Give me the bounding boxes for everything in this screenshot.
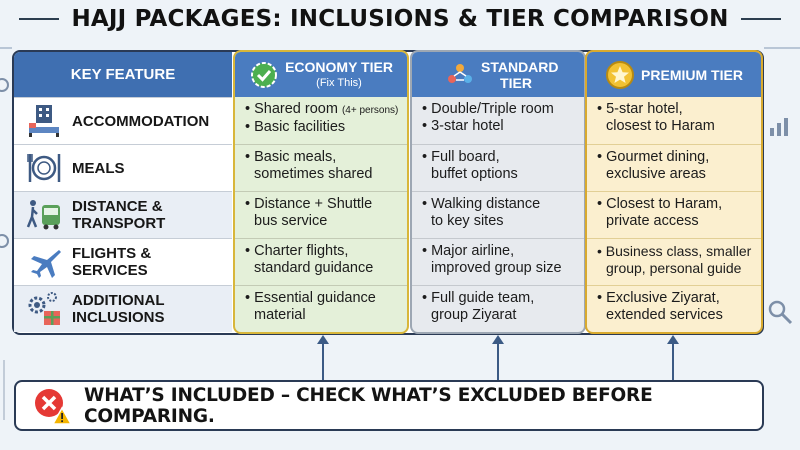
cell-line: • Gourmet dining, xyxy=(597,149,710,165)
standard-cell: • Major airline, improved group size xyxy=(412,238,584,285)
feature-row-accommodation: ACCOMMODATION xyxy=(14,97,232,144)
premium-cell: • Exclusive Ziyarat, extended services xyxy=(587,285,761,332)
economy-cell: • Distance + Shuttle bus service xyxy=(235,191,407,238)
cell-line: • Basic facilities xyxy=(245,119,346,135)
feature-label: ADDITIONAL INCLUSIONS xyxy=(72,292,165,326)
economy-tier-header: ECONOMY TIER (Fix This) xyxy=(235,52,407,97)
feature-label: FLIGHTS & SERVICES xyxy=(72,245,151,279)
cell-line: material xyxy=(254,307,306,323)
economy-tier-subtitle: (Fix This) xyxy=(316,76,362,89)
cell-line: extended services xyxy=(606,307,723,323)
arrow-up-economy xyxy=(317,335,329,380)
airplane-icon xyxy=(31,250,61,278)
economy-cell: • Basic meals, sometimes shared xyxy=(235,144,407,191)
page-title: HAJJ PACKAGES: INCLUSIONS & TIER COMPARI… xyxy=(71,6,729,32)
cell-line: • Shared room xyxy=(245,101,338,117)
cell-line: standard guidance xyxy=(254,260,374,276)
check-gear-icon xyxy=(251,61,278,88)
cell-line: group Ziyarat xyxy=(431,307,517,323)
economy-cell: • Essential guidance material xyxy=(235,285,407,332)
key-feature-header: KEY FEATURE xyxy=(14,52,232,97)
title-bar: HAJJ PACKAGES: INCLUSIONS & TIER COMPARI… xyxy=(0,6,800,32)
premium-cell: • Business class, smaller group, persona… xyxy=(587,238,761,285)
gears-gift-icon xyxy=(28,292,60,325)
cell-line: improved group size xyxy=(431,260,562,276)
title-rule-right xyxy=(740,18,781,20)
feature-label-line: ADDITIONAL xyxy=(72,292,165,309)
cell-line: buffet options xyxy=(431,166,518,182)
arrow-up-standard xyxy=(492,335,504,380)
feature-row-additional-inclusions: ADDITIONAL INCLUSIONS xyxy=(14,285,232,332)
cell-line: • Closest to Haram, xyxy=(597,196,723,212)
cell-line: • Full guide team, xyxy=(422,290,535,306)
premium-cell: • Gourmet dining, exclusive areas xyxy=(587,144,761,191)
cell-line: • Distance + Shuttle xyxy=(245,196,373,212)
cell-line: • Exclusive Ziyarat, xyxy=(597,290,720,306)
cell-note: (4+ persons) xyxy=(341,105,399,116)
premium-cell: • 5-star hotel, closest to Haram xyxy=(587,97,761,144)
footer-text: WHAT’S INCLUDED – CHECK WHAT’S EXCLUDED … xyxy=(84,384,653,427)
standard-tier-column: STANDARD TIER xyxy=(410,50,586,334)
standard-cell: • Walking distance to key sites xyxy=(412,191,584,238)
cutlery-plate-icon xyxy=(27,154,61,182)
standard-tier-header: STANDARD TIER xyxy=(412,52,584,97)
feature-row-flights-services: FLIGHTS & SERVICES xyxy=(14,238,232,285)
cell-line: • 5-star hotel, xyxy=(597,101,683,117)
feature-label: ACCOMMODATION xyxy=(72,112,210,130)
cell-line: to key sites xyxy=(431,213,504,229)
economy-tier-column: ECONOMY TIER (Fix This) xyxy=(233,50,409,334)
feature-label: MEALS xyxy=(72,159,125,177)
premium-tier-header: PREMIUM TIER xyxy=(587,52,761,97)
cell-line: exclusive areas xyxy=(606,166,706,182)
premium-tier-title: PREMIUM TIER xyxy=(641,66,743,83)
feature-label-line: DISTANCE & xyxy=(72,198,163,215)
cell-line: • Major airline, xyxy=(422,243,515,259)
gear-icon xyxy=(0,234,9,248)
standard-cell: • Full guide team, group Ziyarat xyxy=(412,285,584,332)
cell-line: closest to Haram xyxy=(606,118,715,134)
error-warning-icon xyxy=(35,388,72,425)
cell-line: • Essential guidance xyxy=(245,290,376,306)
economy-cell: • Shared room (4+ persons) • Basic facil… xyxy=(235,97,407,144)
cell-line: • Charter flights, xyxy=(245,243,349,259)
arrow-up-premium xyxy=(667,335,679,380)
title-rule-left xyxy=(19,18,60,20)
cell-line: • 3-star hotel xyxy=(422,118,504,134)
feature-row-meals: MEALS xyxy=(14,144,232,191)
group-icon xyxy=(448,63,472,83)
premium-tier-column: PREMIUM TIER xyxy=(585,50,763,334)
feature-label-line: SERVICES xyxy=(72,262,148,279)
feature-label-line: TRANSPORT xyxy=(72,215,166,232)
cell-line: • Walking distance xyxy=(422,196,541,212)
feature-label-line: INCLUSIONS xyxy=(72,309,165,326)
premium-cell: • Closest to Haram, private access xyxy=(587,191,761,238)
star-medal-icon xyxy=(606,60,635,89)
standard-cell: • Double/Triple room • 3-star hotel xyxy=(412,97,584,144)
cell-line: • Full board, xyxy=(422,149,500,165)
cell-line: • Business class, smaller xyxy=(597,243,752,259)
economy-tier-title: ECONOMY TIER xyxy=(285,58,393,75)
cell-line: bus service xyxy=(254,213,328,229)
search-icon xyxy=(768,300,793,325)
walk-bus-icon xyxy=(26,200,60,230)
hotel-bed-icon xyxy=(29,105,59,137)
standard-cell: • Full board, buffet options xyxy=(412,144,584,191)
footer-banner: WHAT’S INCLUDED – CHECK WHAT’S EXCLUDED … xyxy=(14,380,764,431)
cell-line: • Double/Triple room xyxy=(422,101,554,117)
bar-chart-icon xyxy=(770,118,788,136)
feature-label: DISTANCE & TRANSPORT xyxy=(72,198,165,232)
feature-label-line: FLIGHTS & xyxy=(72,245,152,262)
cell-line: private access xyxy=(606,213,699,229)
cell-line: sometimes shared xyxy=(254,166,373,182)
economy-cell: • Charter flights, standard guidance xyxy=(235,238,407,285)
feature-row-distance-transport: DISTANCE & TRANSPORT xyxy=(14,191,232,238)
cell-line: group, personal guide xyxy=(606,260,742,276)
gear-icon xyxy=(0,78,9,92)
standard-tier-title: STANDARD TIER xyxy=(481,58,559,91)
cell-line: • Basic meals, xyxy=(245,149,337,165)
